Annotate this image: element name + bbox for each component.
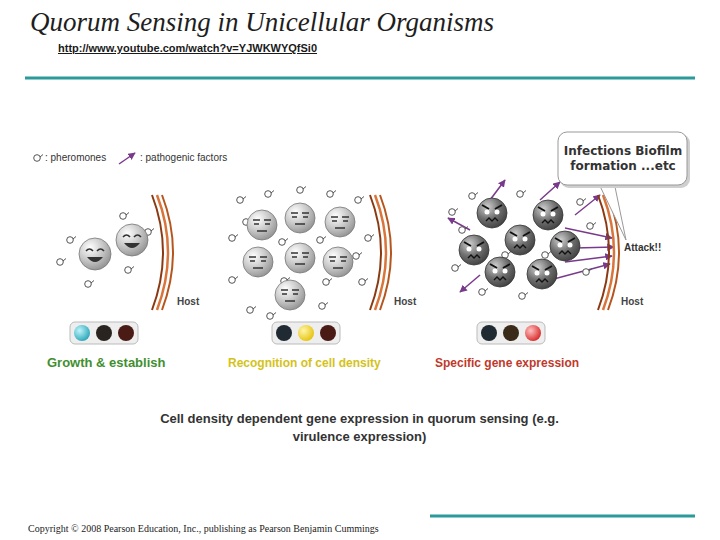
legend-text: : pathogenic factors — [140, 152, 227, 163]
traffic-light — [70, 322, 138, 344]
page-title: Quorum Sensing in Unicellular Organisms — [30, 7, 494, 38]
source-link: http://www.youtube.com/watch?v=YJWKWYQfS… — [58, 42, 317, 54]
host-label: Host — [621, 296, 643, 307]
panel-growth — [57, 195, 173, 310]
factor-arrow-icon — [119, 153, 135, 164]
header-rule — [25, 77, 695, 80]
panel-attack — [448, 180, 619, 310]
stage-label: Recognition of cell density — [228, 356, 381, 370]
panel-density — [229, 187, 391, 320]
figure-caption: Cell density dependent gene expression i… — [147, 410, 572, 446]
traffic-light — [477, 322, 545, 344]
legend-text: : pheromones — [45, 152, 106, 163]
attack-label: Attack!! — [624, 242, 661, 253]
legend-entry: : pathogenic factors — [140, 152, 227, 163]
callout-tail — [598, 182, 626, 240]
stage-label: Growth & establish — [47, 355, 165, 370]
footer-rule — [430, 515, 695, 518]
callout-bubble: Infections Biofilm formation ...etc — [557, 131, 689, 187]
copyright-note: Copyright © 2008 Pearson Education, Inc.… — [28, 523, 379, 534]
host-label: Host — [177, 296, 199, 307]
callout-text: Infections Biofilm formation ...etc — [557, 131, 689, 187]
traffic-light — [272, 322, 340, 344]
pheromone-icon — [34, 155, 43, 162]
host-label: Host — [394, 296, 416, 307]
stage-label: Specific gene expression — [435, 356, 579, 370]
legend-entry: : pheromones — [45, 152, 106, 163]
